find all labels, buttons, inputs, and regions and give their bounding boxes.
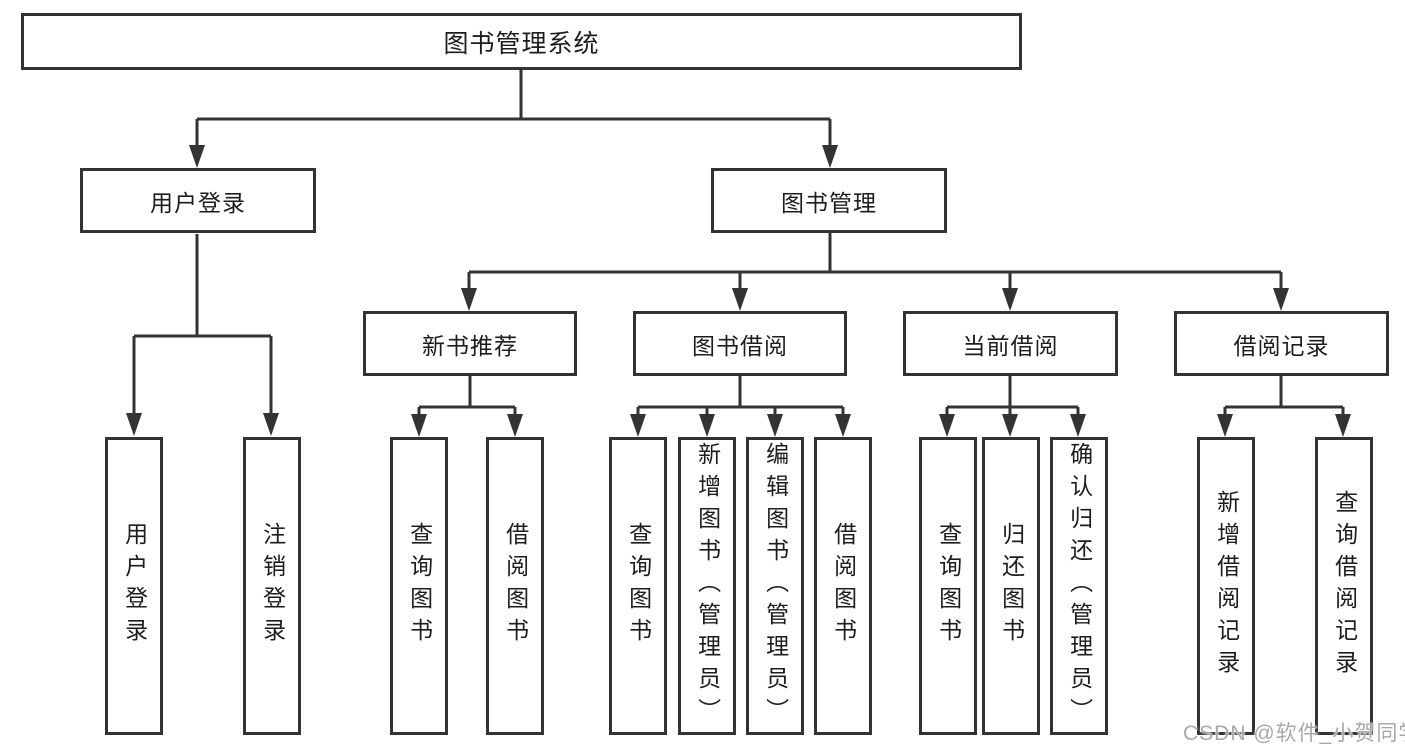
node-user-login: 用户登录 bbox=[80, 168, 316, 233]
node-borrow-records: 借阅记录 bbox=[1174, 311, 1389, 376]
leaf-user-login: 用户登录 bbox=[105, 437, 163, 735]
leaf-borrow-books: 借阅图书 bbox=[814, 437, 872, 735]
leaf-confirm-return-admin: 确认归还（管理员） bbox=[1050, 437, 1108, 735]
node-book-management-label: 图书管理 bbox=[781, 189, 877, 216]
leaf-query-books-recommend: 查询图书 bbox=[390, 437, 448, 735]
leaf-logout-label: 注销登录 bbox=[259, 522, 286, 650]
node-current-borrow: 当前借阅 bbox=[903, 311, 1118, 376]
leaf-borrow-books-recommend: 借阅图书 bbox=[486, 437, 544, 735]
leaf-add-book-admin-label: 新增图书（管理员） bbox=[694, 442, 721, 730]
leaf-add-book-admin: 新增图书（管理员） bbox=[678, 437, 736, 735]
leaf-edit-book-admin: 编辑图书（管理员） bbox=[746, 437, 804, 735]
leaf-edit-book-admin-label: 编辑图书（管理员） bbox=[762, 442, 789, 730]
node-book-management: 图书管理 bbox=[711, 168, 947, 233]
leaf-logout: 注销登录 bbox=[243, 437, 301, 735]
leaf-query-books-current: 查询图书 bbox=[919, 437, 977, 735]
leaf-query-books-borrow: 查询图书 bbox=[609, 437, 667, 735]
leaf-borrow-books-label: 借阅图书 bbox=[830, 522, 857, 650]
leaf-add-borrow-record-label: 新增借阅记录 bbox=[1213, 490, 1240, 682]
leaf-query-borrow-record: 查询借阅记录 bbox=[1315, 437, 1373, 735]
leaf-user-login-label: 用户登录 bbox=[121, 522, 148, 650]
leaf-query-books-borrow-label: 查询图书 bbox=[625, 522, 652, 650]
node-root: 图书管理系统 bbox=[21, 13, 1022, 70]
leaf-return-book: 归还图书 bbox=[982, 437, 1040, 735]
arrowheads bbox=[126, 145, 1351, 437]
csdn-watermark: CSDN @软件_小贺同学 bbox=[1183, 722, 1405, 745]
leaf-confirm-return-admin-label: 确认归还（管理员） bbox=[1066, 442, 1093, 730]
node-root-label: 图书管理系统 bbox=[443, 29, 600, 58]
leaf-query-books-recommend-label: 查询图书 bbox=[406, 522, 433, 650]
node-current-borrow-label: 当前借阅 bbox=[962, 332, 1059, 359]
node-new-book-recommend-label: 新书推荐 bbox=[422, 332, 518, 359]
node-book-borrow: 图书借阅 bbox=[633, 311, 847, 376]
node-user-login-label: 用户登录 bbox=[150, 189, 246, 216]
leaf-add-borrow-record: 新增借阅记录 bbox=[1197, 437, 1255, 735]
leaf-borrow-books-recommend-label: 借阅图书 bbox=[502, 522, 529, 650]
leaf-query-borrow-record-label: 查询借阅记录 bbox=[1331, 490, 1358, 682]
leaf-return-book-label: 归还图书 bbox=[998, 522, 1025, 650]
node-new-book-recommend: 新书推荐 bbox=[363, 311, 577, 376]
node-book-borrow-label: 图书借阅 bbox=[692, 332, 788, 359]
leaf-query-books-current-label: 查询图书 bbox=[935, 522, 962, 650]
node-borrow-records-label: 借阅记录 bbox=[1233, 332, 1330, 359]
